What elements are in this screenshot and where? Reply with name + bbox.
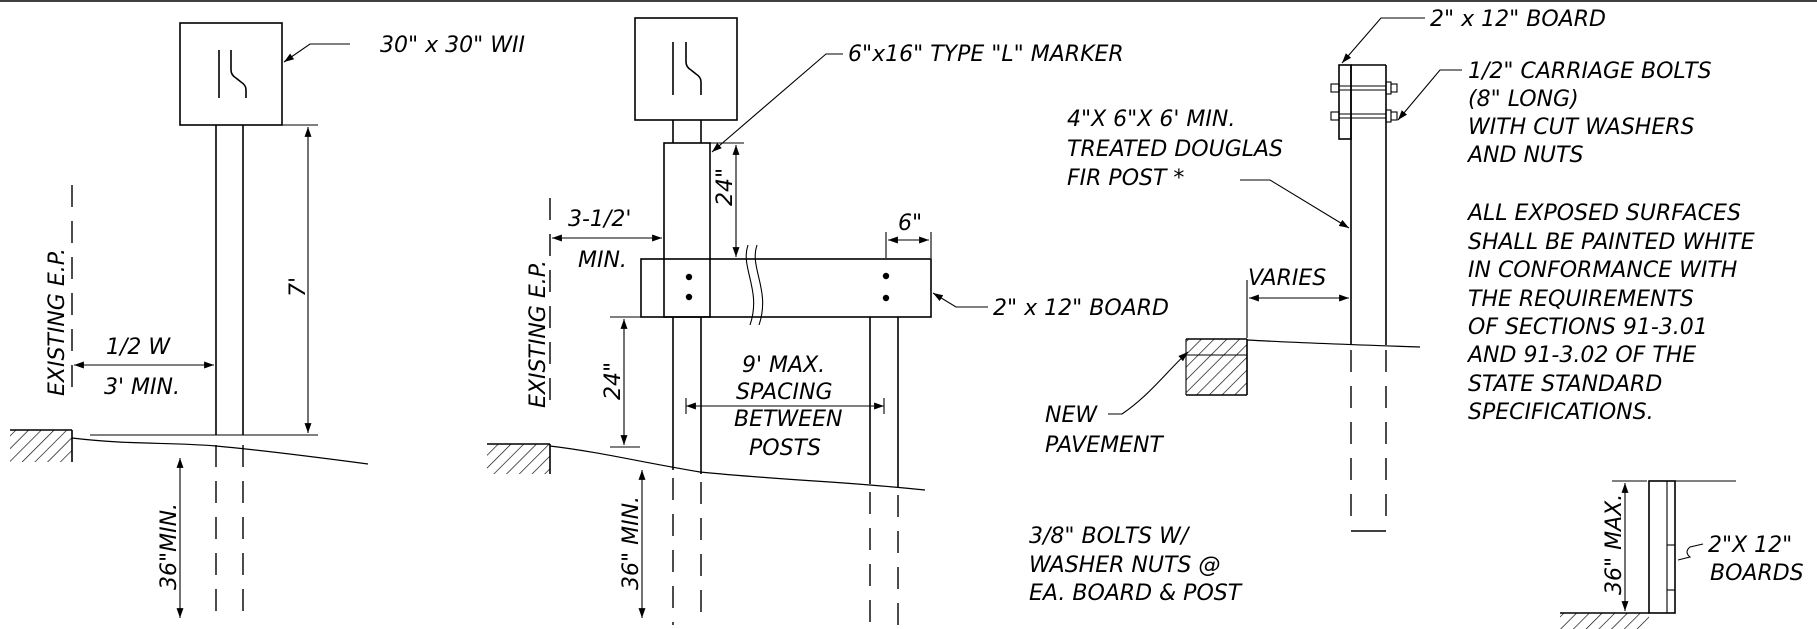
- marker-height-label: 24": [713, 168, 738, 206]
- ground-center: [487, 443, 926, 491]
- leader-board-right: [1341, 17, 1425, 64]
- offset-label-left-2: 3' MIN.: [104, 375, 180, 400]
- svg-text:ALL EXPOSED SURFACES: ALL EXPOSED SURFACES: [1466, 201, 1741, 226]
- leader-marker: [711, 53, 843, 153]
- detail-left-single-post: EXISTING E.P. 1/2 W 3' MIN. 7' 36"MIN. 3…: [10, 22, 525, 620]
- svg-text:WITH CUT WASHERS: WITH CUT WASHERS: [1468, 115, 1695, 140]
- svg-text:SHALL BE PAINTED WHITE: SHALL BE PAINTED WHITE: [1468, 230, 1755, 255]
- board-center: [640, 258, 932, 318]
- bolts-label: 1/2" CARRIAGE BOLTS (8" LONG) WITH CUT W…: [1466, 59, 1712, 168]
- offset-label-left-1: 1/2 W: [106, 335, 171, 360]
- type-l-marker: [663, 142, 711, 318]
- small-boards-label-1: 2"X 12": [1708, 533, 1792, 558]
- svg-text:3/8" BOLTS W/: 3/8" BOLTS W/: [1029, 524, 1191, 549]
- ground-left: [10, 429, 369, 465]
- leader-bolts: [1397, 69, 1462, 121]
- lane-symbol-icon-left: [218, 50, 247, 98]
- bolts-note: 3/8" BOLTS W/ WASHER NUTS @ EA. BOARD & …: [1029, 524, 1243, 606]
- leader-pavement: [1108, 351, 1189, 415]
- svg-text:AND NUTS: AND NUTS: [1466, 143, 1583, 168]
- board-right: [1338, 64, 1352, 140]
- board-height-label: 24": [601, 362, 626, 400]
- svg-text:THE REQUIREMENTS: THE REQUIREMENTS: [1468, 287, 1694, 312]
- leader-board-center: [932, 292, 988, 308]
- post-label: 4"X 6"X 6' MIN. TREATED DOUGLAS FIR POST…: [1067, 107, 1283, 191]
- sign-panel-center: [634, 17, 738, 121]
- height-label-left: 7': [286, 277, 311, 297]
- svg-text:PAVEMENT: PAVEMENT: [1045, 433, 1164, 458]
- detail-small-boards: 36" MAX. 2"X 12" BOARDS: [1560, 480, 1804, 629]
- svg-text:(8" LONG): (8" LONG): [1468, 87, 1579, 112]
- detail-right-section: VARIES 2" x 12" BOARD 1/2" CARRIAGE BOLT…: [1029, 7, 1755, 606]
- board-label-center: 2" x 12" BOARD: [993, 296, 1169, 321]
- leader-post: [1240, 179, 1350, 229]
- svg-text:FIR POST *: FIR POST *: [1067, 166, 1184, 191]
- board-break-symbol: [745, 244, 764, 326]
- svg-text:OF SECTIONS 91-3.01: OF SECTIONS 91-3.01: [1468, 315, 1708, 340]
- small-height-label: 36" MAX.: [1602, 494, 1627, 595]
- offset-label-center-1: 3-1/2': [568, 207, 631, 232]
- ground-right: [1185, 338, 1421, 396]
- svg-text:WASHER NUTS @: WASHER NUTS @: [1029, 553, 1220, 578]
- board-width-label: 6": [898, 211, 922, 236]
- small-post: [1648, 480, 1676, 614]
- svg-text:NEW: NEW: [1045, 403, 1098, 428]
- existing-ep-label-center: EXISTING E.P.: [526, 260, 551, 408]
- embed-label-center: 36" MIN.: [619, 496, 644, 590]
- offset-label-center-2: MIN.: [578, 248, 627, 273]
- spacing-label-3: BETWEEN: [734, 407, 842, 432]
- svg-text:STATE STANDARD: STATE STANDARD: [1468, 372, 1662, 397]
- new-pavement-label: NEW PAVEMENT: [1045, 403, 1164, 458]
- svg-text:4"X 6"X 6' MIN.: 4"X 6"X 6' MIN.: [1067, 107, 1235, 132]
- svg-text:IN CONFORMANCE WITH: IN CONFORMANCE WITH: [1468, 258, 1737, 283]
- svg-text:EA. BOARD & POST: EA. BOARD & POST: [1029, 581, 1243, 606]
- sign-panel-left: [179, 22, 283, 126]
- paint-note: ALL EXPOSED SURFACES SHALL BE PAINTED WH…: [1466, 201, 1755, 425]
- spacing-label-1: 9' MAX.: [742, 353, 825, 378]
- sign-label-left: 30" x 30" WII: [380, 33, 525, 58]
- lane-symbol-icon-center: [672, 42, 702, 95]
- svg-text:1/2" CARRIAGE BOLTS: 1/2" CARRIAGE BOLTS: [1468, 59, 1712, 84]
- varies-label: VARIES: [1248, 266, 1326, 291]
- carriage-bolts: [1330, 81, 1398, 123]
- spacing-label-2: SPACING: [736, 380, 833, 405]
- svg-text:AND 91-3.02 OF THE: AND 91-3.02 OF THE: [1466, 343, 1696, 368]
- small-boards-label-2: BOARDS: [1710, 561, 1804, 586]
- embed-label-left: 36"MIN.: [157, 503, 182, 590]
- existing-ep-label-left: EXISTING E.P.: [45, 248, 70, 396]
- marker-label: 6"x16" TYPE "L" MARKER: [848, 42, 1124, 67]
- svg-text:SPECIFICATIONS.: SPECIFICATIONS.: [1468, 400, 1654, 425]
- board-label-right: 2" x 12" BOARD: [1430, 7, 1606, 32]
- spacing-label-4: POSTS: [749, 436, 821, 461]
- leader-sign-left: [283, 43, 350, 63]
- detail-center-marker-post: EXISTING E.P. 3-1/2' MIN. 24" 6" 24" 9' …: [487, 17, 1169, 625]
- svg-text:TREATED DOUGLAS: TREATED DOUGLAS: [1067, 137, 1283, 162]
- leader-small-boards: [1677, 543, 1704, 561]
